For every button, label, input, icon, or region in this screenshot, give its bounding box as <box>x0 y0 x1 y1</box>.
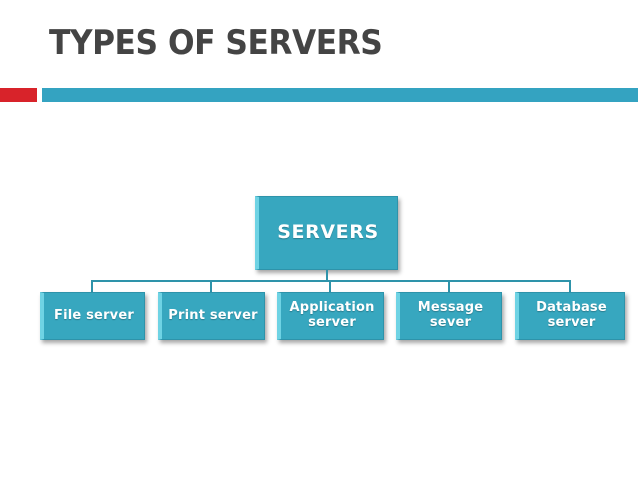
org-node-database-server: Database server <box>515 292 625 340</box>
title-rule-teal-bar <box>42 88 638 102</box>
connector-drop-message-server <box>448 280 450 292</box>
connector-drop-database-server <box>569 280 571 292</box>
title-rule-red-tab <box>0 88 37 102</box>
org-node-message-server: Message sever <box>396 292 502 340</box>
connector-drop-file-server <box>91 280 93 292</box>
connector-root-stem <box>326 270 328 282</box>
org-node-application-server: Application server <box>277 292 384 340</box>
org-node-file-server: File server <box>40 292 145 340</box>
page-title: TYPES OF SERVERS <box>49 23 383 63</box>
connector-drop-application-server <box>329 280 331 292</box>
org-node-print-server: Print server <box>158 292 265 340</box>
org-node-root: SERVERS <box>255 196 398 270</box>
connector-drop-print-server <box>210 280 212 292</box>
